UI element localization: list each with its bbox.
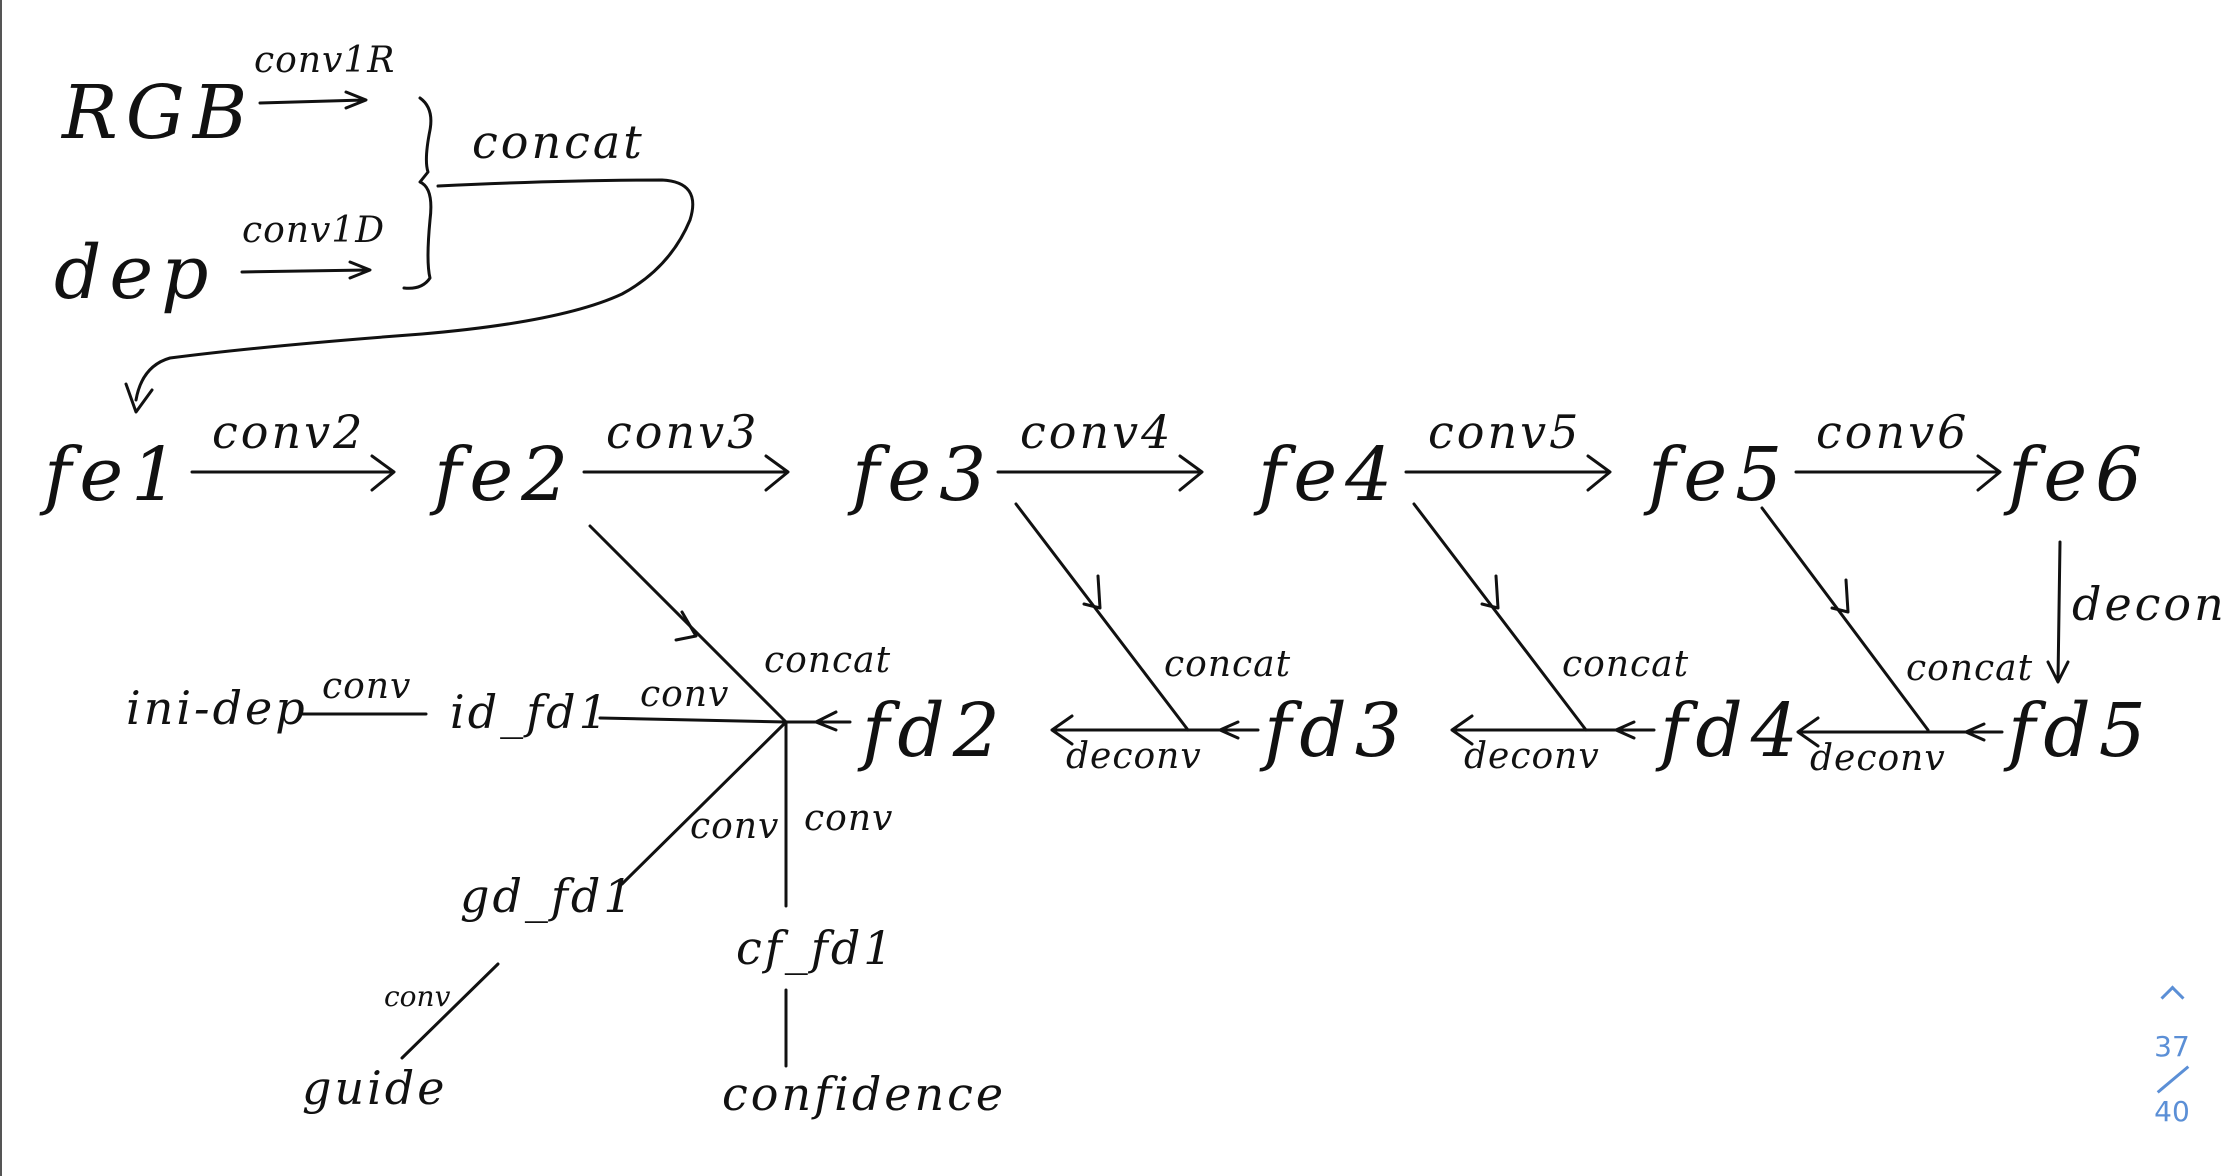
page-current: 37: [2154, 1030, 2190, 1063]
node-id-fd1: id_fd1: [450, 685, 611, 739]
label-deconv-fd5: deconv: [1810, 738, 1946, 779]
node-guide: guide: [302, 1061, 447, 1115]
skip-fe4-head: [1480, 574, 1500, 610]
label-concat-fd5: concat: [1906, 648, 2033, 689]
label-deconv-fd3: deconv: [1066, 736, 1202, 777]
line-hub-gdfd1: [620, 720, 788, 886]
merge-brace: [402, 96, 433, 290]
arrow-fe2-fe3: [582, 454, 790, 492]
node-fe3: fe3: [847, 432, 994, 518]
skip-fe3-fd3: [1014, 502, 1190, 732]
arrow-fd4-deconv: [1450, 714, 1656, 746]
node-fd2: fd2: [857, 688, 1008, 774]
arrow-fe4-fe5: [1404, 454, 1612, 492]
skip-fe5-fd5: [1760, 506, 1930, 732]
node-gd-fd1: gd_fd1: [460, 869, 636, 923]
line-gdfd1-guide: [400, 962, 500, 1060]
label-conv-idfd1: conv: [640, 674, 729, 715]
label-conv-gdfd1: conv: [690, 806, 779, 847]
label-conv-cffd1: conv: [804, 798, 893, 839]
label-concat-fd4: concat: [1562, 644, 1689, 685]
node-ini-dep: ini-dep: [126, 681, 308, 735]
conv1r-label: conv1R: [254, 40, 395, 81]
merge-concat-label: concat: [472, 115, 645, 169]
arrow-fe6-fd5: [2046, 540, 2070, 684]
op-fe6-deconv: deconv: [2072, 577, 2224, 631]
op-conv3: conv3: [606, 405, 759, 459]
concat-curve: [134, 178, 695, 402]
rgb-label: RGB: [60, 70, 255, 156]
conv1d-label: conv1D: [242, 210, 385, 251]
label-concat-fd3: concat: [1164, 644, 1291, 685]
node-cf-fd1: cf_fd1: [736, 921, 896, 975]
arrow-fe1-fe2: [190, 454, 396, 492]
line-hub-idfd1: [598, 716, 788, 724]
conv1d-arrow: [240, 260, 372, 280]
skip-fe5-head: [1830, 578, 1850, 614]
skip-fe2-head: [674, 610, 698, 642]
arrow-fe5-fe6: [1794, 454, 2002, 492]
op-conv4: conv4: [1020, 405, 1173, 459]
arrow-fd3-tick: [1218, 720, 1240, 740]
label-conv-guide: conv: [384, 980, 451, 1013]
arrow-fe3-fe4: [996, 454, 1204, 492]
dep-label: dep: [54, 230, 217, 316]
chevron-up-icon[interactable]: [2159, 985, 2185, 1010]
conv1r-arrow: [258, 90, 368, 110]
node-fd5: fd5: [2003, 688, 2154, 774]
page-separator: [2155, 1065, 2189, 1095]
label-concat-fd2: concat: [764, 640, 891, 681]
page-indicator: 37 40: [2142, 985, 2202, 1128]
op-conv2: conv2: [212, 405, 365, 459]
node-fe1: fe1: [39, 432, 186, 518]
node-fd3: fd3: [1259, 688, 1410, 774]
label-conv-inidep: conv: [322, 666, 411, 707]
arrow-fd4-tick: [1614, 720, 1636, 740]
page-total: 40: [2154, 1094, 2190, 1128]
op-conv6: conv6: [1816, 405, 1969, 459]
arrow-fd2-hub-head: [814, 710, 838, 732]
node-fe6: fe6: [2003, 432, 2150, 518]
node-fd4: fd4: [1655, 688, 1806, 774]
skip-fe4-fd4: [1412, 502, 1588, 732]
label-deconv-fd4: deconv: [1464, 736, 1600, 777]
concat-curve-head: [124, 382, 154, 414]
skip-fe3-head: [1082, 574, 1102, 610]
node-fe2: fe2: [429, 432, 576, 518]
node-fe5: fe5: [1643, 432, 1790, 518]
node-fe4: fe4: [1253, 432, 1400, 518]
op-conv5: conv5: [1428, 405, 1581, 459]
node-confidence: confidence: [722, 1067, 1006, 1121]
arrow-fd5-tick: [1964, 722, 1986, 742]
